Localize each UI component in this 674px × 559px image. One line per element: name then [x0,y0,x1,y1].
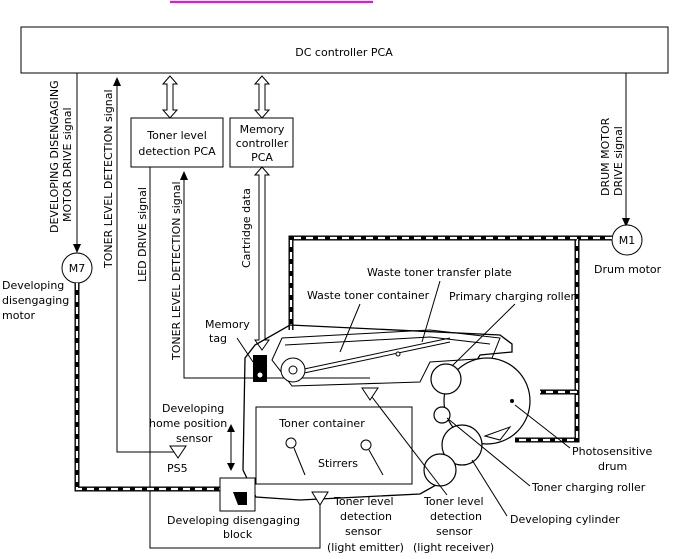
photosensitive-drum-center [510,399,514,403]
receiver-label-4: (light receiver) [413,541,494,554]
home-arrow-up [227,424,235,432]
memory-pca-bus-arrow [253,75,271,119]
waste-plate-leader [421,280,441,343]
dev-motor-label-1: Developing [2,279,64,292]
toner-detect-signal-mid: TONER LEVEL DETECTION signal [170,181,183,361]
dev-signal-label-1: DEVELOPING DISENGAGING [48,80,61,233]
memory-controller-pca-box [229,117,294,168]
photo-drum-label-1: Photosensitive [572,445,653,458]
waste-transfer-plate [289,337,451,373]
stirrers-label: Stirrers [318,457,358,470]
home-sensor-label-2: home position [149,417,227,430]
ps5-signal-line [116,86,175,453]
receiver-signal-arrowhead [180,171,188,180]
primary-roller-leader [451,303,516,367]
photosensitive-drum [443,357,531,445]
ps5-signal-arrowhead [113,77,121,86]
memory-tag-leader [236,337,254,363]
home-sensor-label-1: Developing [162,402,224,415]
stirrer-2-blade [368,449,384,476]
receiver-label-2: detection [430,510,482,523]
dev-motor-label-3: motor [2,309,35,322]
m7-signal-arrowhead [73,244,81,253]
receiver-label-3: sensor [436,525,473,538]
toner-container-box [255,406,413,485]
receiver-signal-line [183,180,370,379]
developing-cylinder-label: Developing cylinder [510,513,620,526]
dev-motor-label-2: disengaging [2,294,69,307]
photo-drum-label-2: drum [598,460,627,473]
memory-tag-label-2: tag [209,332,227,345]
blade [483,425,512,441]
toner-pca-bus-arrow [161,75,179,119]
lower-roller [423,453,457,487]
primary-charging-roller [430,363,462,395]
led-drive-line [149,167,321,549]
emitter-label-4: (light emitter) [327,541,404,554]
developing-cylinder-leader [471,459,508,517]
memory-pca-label-2: controller [236,137,289,150]
emitter-label-3: sensor [345,525,382,538]
toner-charging-leader [446,417,531,487]
toner-charging-roller [433,406,451,424]
memory-tag-dot [257,372,263,378]
drum-motor-label: Drum motor [594,263,662,276]
waste-plate-label: Waste toner transfer plate [367,266,512,279]
toner-level-pca-box [130,117,224,168]
emitter-label-1: Toner level [333,495,394,508]
toner-container-label: Toner container [278,417,365,430]
drum-signal-label-1: DRUM MOTOR [599,117,612,196]
dc-controller-label: DC controller PCA [295,46,393,59]
receiver-sensor [361,387,379,401]
m1-signal-arrowhead [622,218,630,227]
cartridge-data-label: Cartridge data [240,188,253,268]
emitter-label-2: detection [340,510,392,523]
stirrer-1 [285,437,297,449]
ps5-sensor [169,445,187,459]
developing-cylinder [441,424,483,466]
toner-charging-roller-label: Toner charging roller [531,481,646,494]
m7-drive-path [74,283,222,492]
ps5-label: PS5 [167,462,188,475]
stirrer-2 [360,439,372,451]
waste-toner-container-inner [284,336,491,346]
memory-tag [253,355,267,382]
memory-tag-label-1: Memory [205,318,250,331]
waste-transfer-plate-2 [289,341,451,377]
cartridge-data-arrow [253,166,271,351]
emitter-sensor [311,491,329,506]
m7-label: M7 [69,262,86,275]
m1-drive-path [288,235,612,443]
disengaging-block-label-2: block [223,528,253,541]
disengaging-block-label-1: Developing disengaging [167,514,300,527]
toner-level-pca-label-2: detection PCA [138,145,216,158]
led-drive-label: LED DRIVE signal [136,187,149,282]
waste-pivot [395,351,401,357]
dev-signal-label-2: MOTOR DRIVE signal [61,107,74,222]
receiver-leader [371,396,448,496]
memory-pca-label-1: Memory [240,123,285,136]
waste-container-leader [339,303,361,353]
photo-drum-leader [514,404,571,449]
stirrer-1-blade [293,447,306,476]
drum-signal-label-2: DRIVE signal [612,126,625,196]
waste-screw-hub [288,365,298,375]
primary-roller-label: Primary charging roller [449,290,575,303]
waste-container-label: Waste toner container [307,289,430,302]
dc-controller-box [20,26,669,74]
m1-label: M1 [619,234,636,247]
disengaging-block-detail [233,492,247,505]
toner-detect-signal-left: TONER LEVEL DETECTION signal [102,89,115,269]
memory-pca-label-3: PCA [251,151,273,164]
home-sensor-label-3: sensor [176,432,213,445]
toner-level-pca-label-1: Toner level [146,129,207,142]
receiver-label-1: Toner level [423,495,484,508]
home-arrow-down [227,463,235,471]
